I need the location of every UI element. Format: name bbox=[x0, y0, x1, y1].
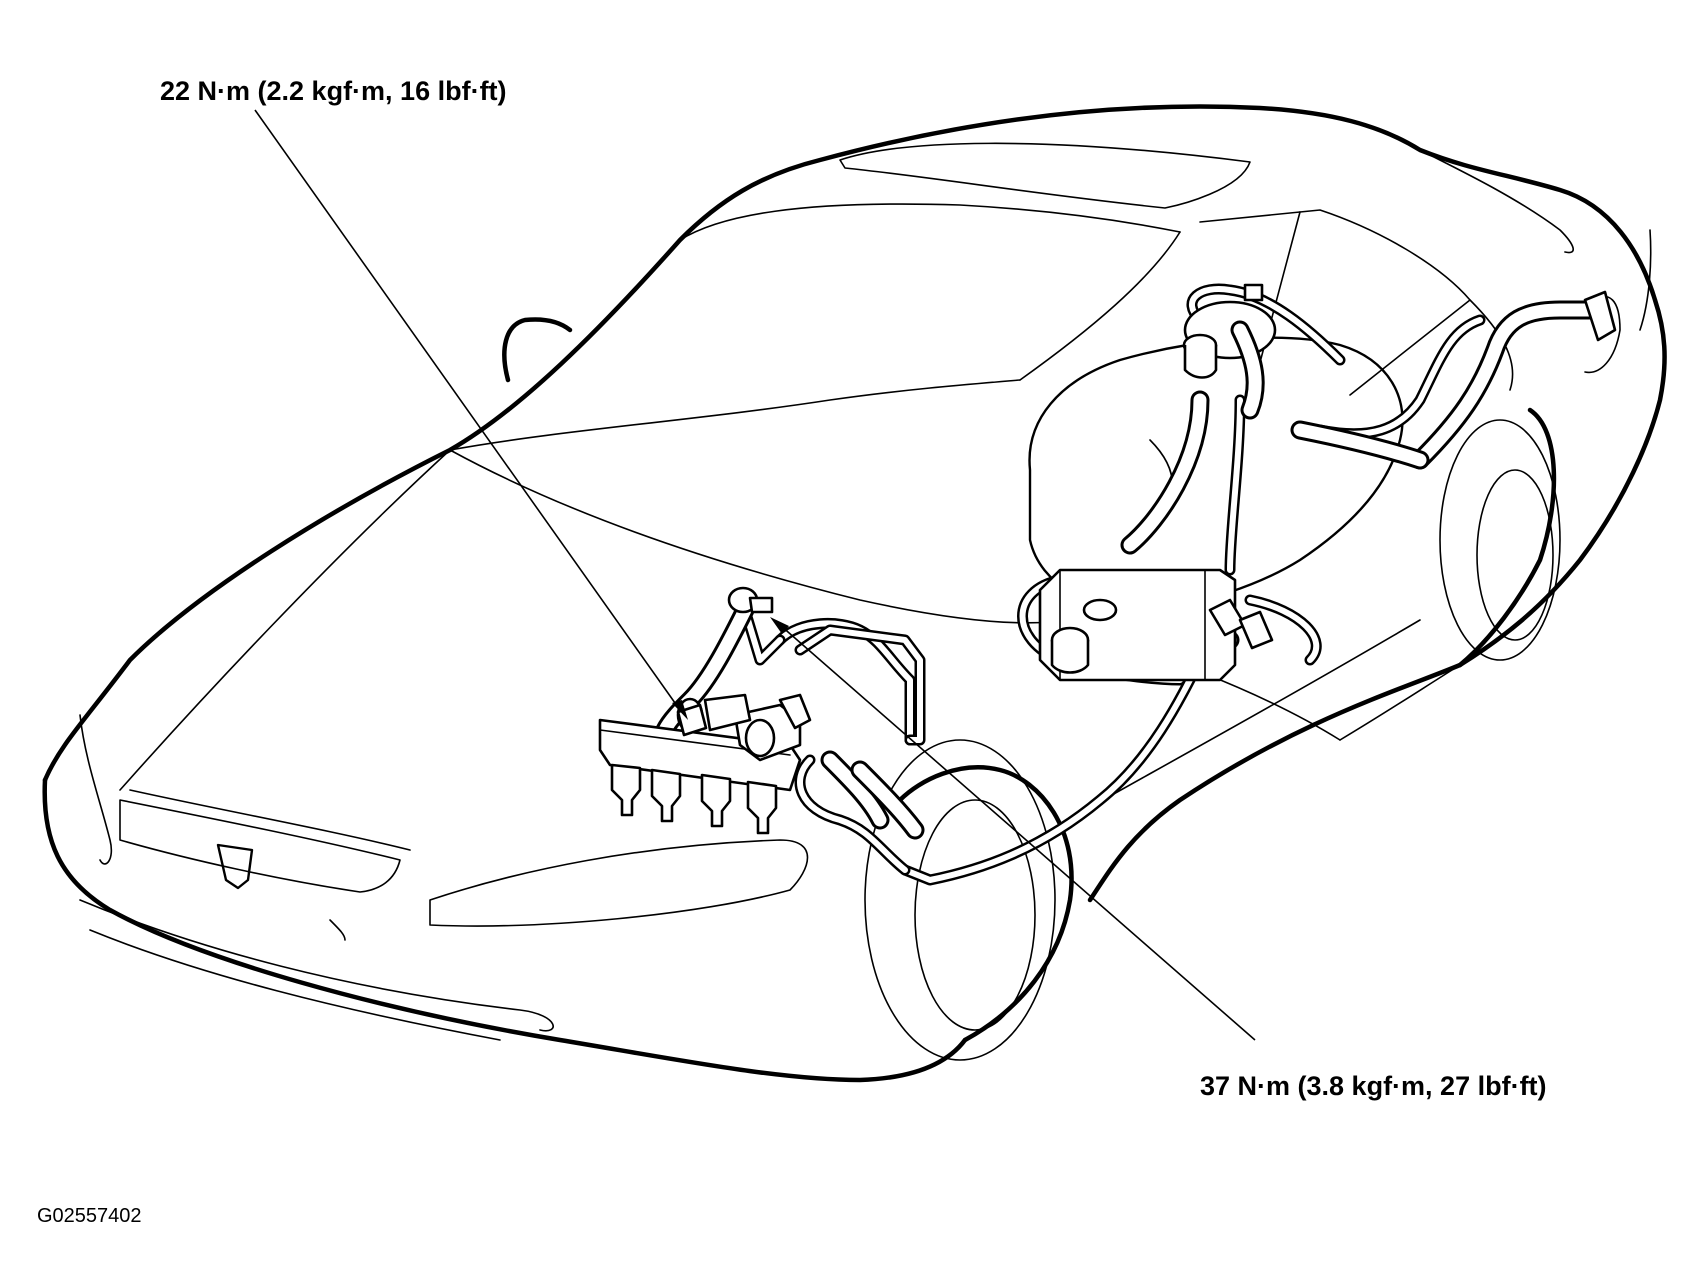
car-detail-lines bbox=[79, 142, 1652, 1061]
leader-lines bbox=[254, 109, 1256, 1041]
leader-arrow-lower bbox=[770, 617, 789, 634]
fuel-pump bbox=[1182, 283, 1277, 420]
figure-id: G02557402 bbox=[37, 1205, 142, 1227]
leader-arrow-upper bbox=[672, 700, 688, 720]
leader-line-lower bbox=[779, 624, 1256, 1041]
injector-4 bbox=[746, 780, 778, 835]
fuel-lines bbox=[655, 283, 1617, 886]
evap-canister bbox=[1038, 568, 1274, 682]
torque-callout-upper: 22 N·m (2.2 kgf·m, 16 lbf·ft) bbox=[160, 76, 507, 106]
fuel-rail-assembly bbox=[598, 693, 812, 835]
injector-2 bbox=[650, 768, 682, 823]
torque-callout-lower: 37 N·m (3.8 kgf·m, 27 lbf·ft) bbox=[1200, 1071, 1547, 1101]
leader-line-upper bbox=[254, 109, 681, 711]
injector-1 bbox=[610, 763, 642, 817]
car-body-outline bbox=[42, 104, 1667, 1083]
union-fitting bbox=[727, 586, 774, 614]
injector-3 bbox=[700, 773, 732, 828]
